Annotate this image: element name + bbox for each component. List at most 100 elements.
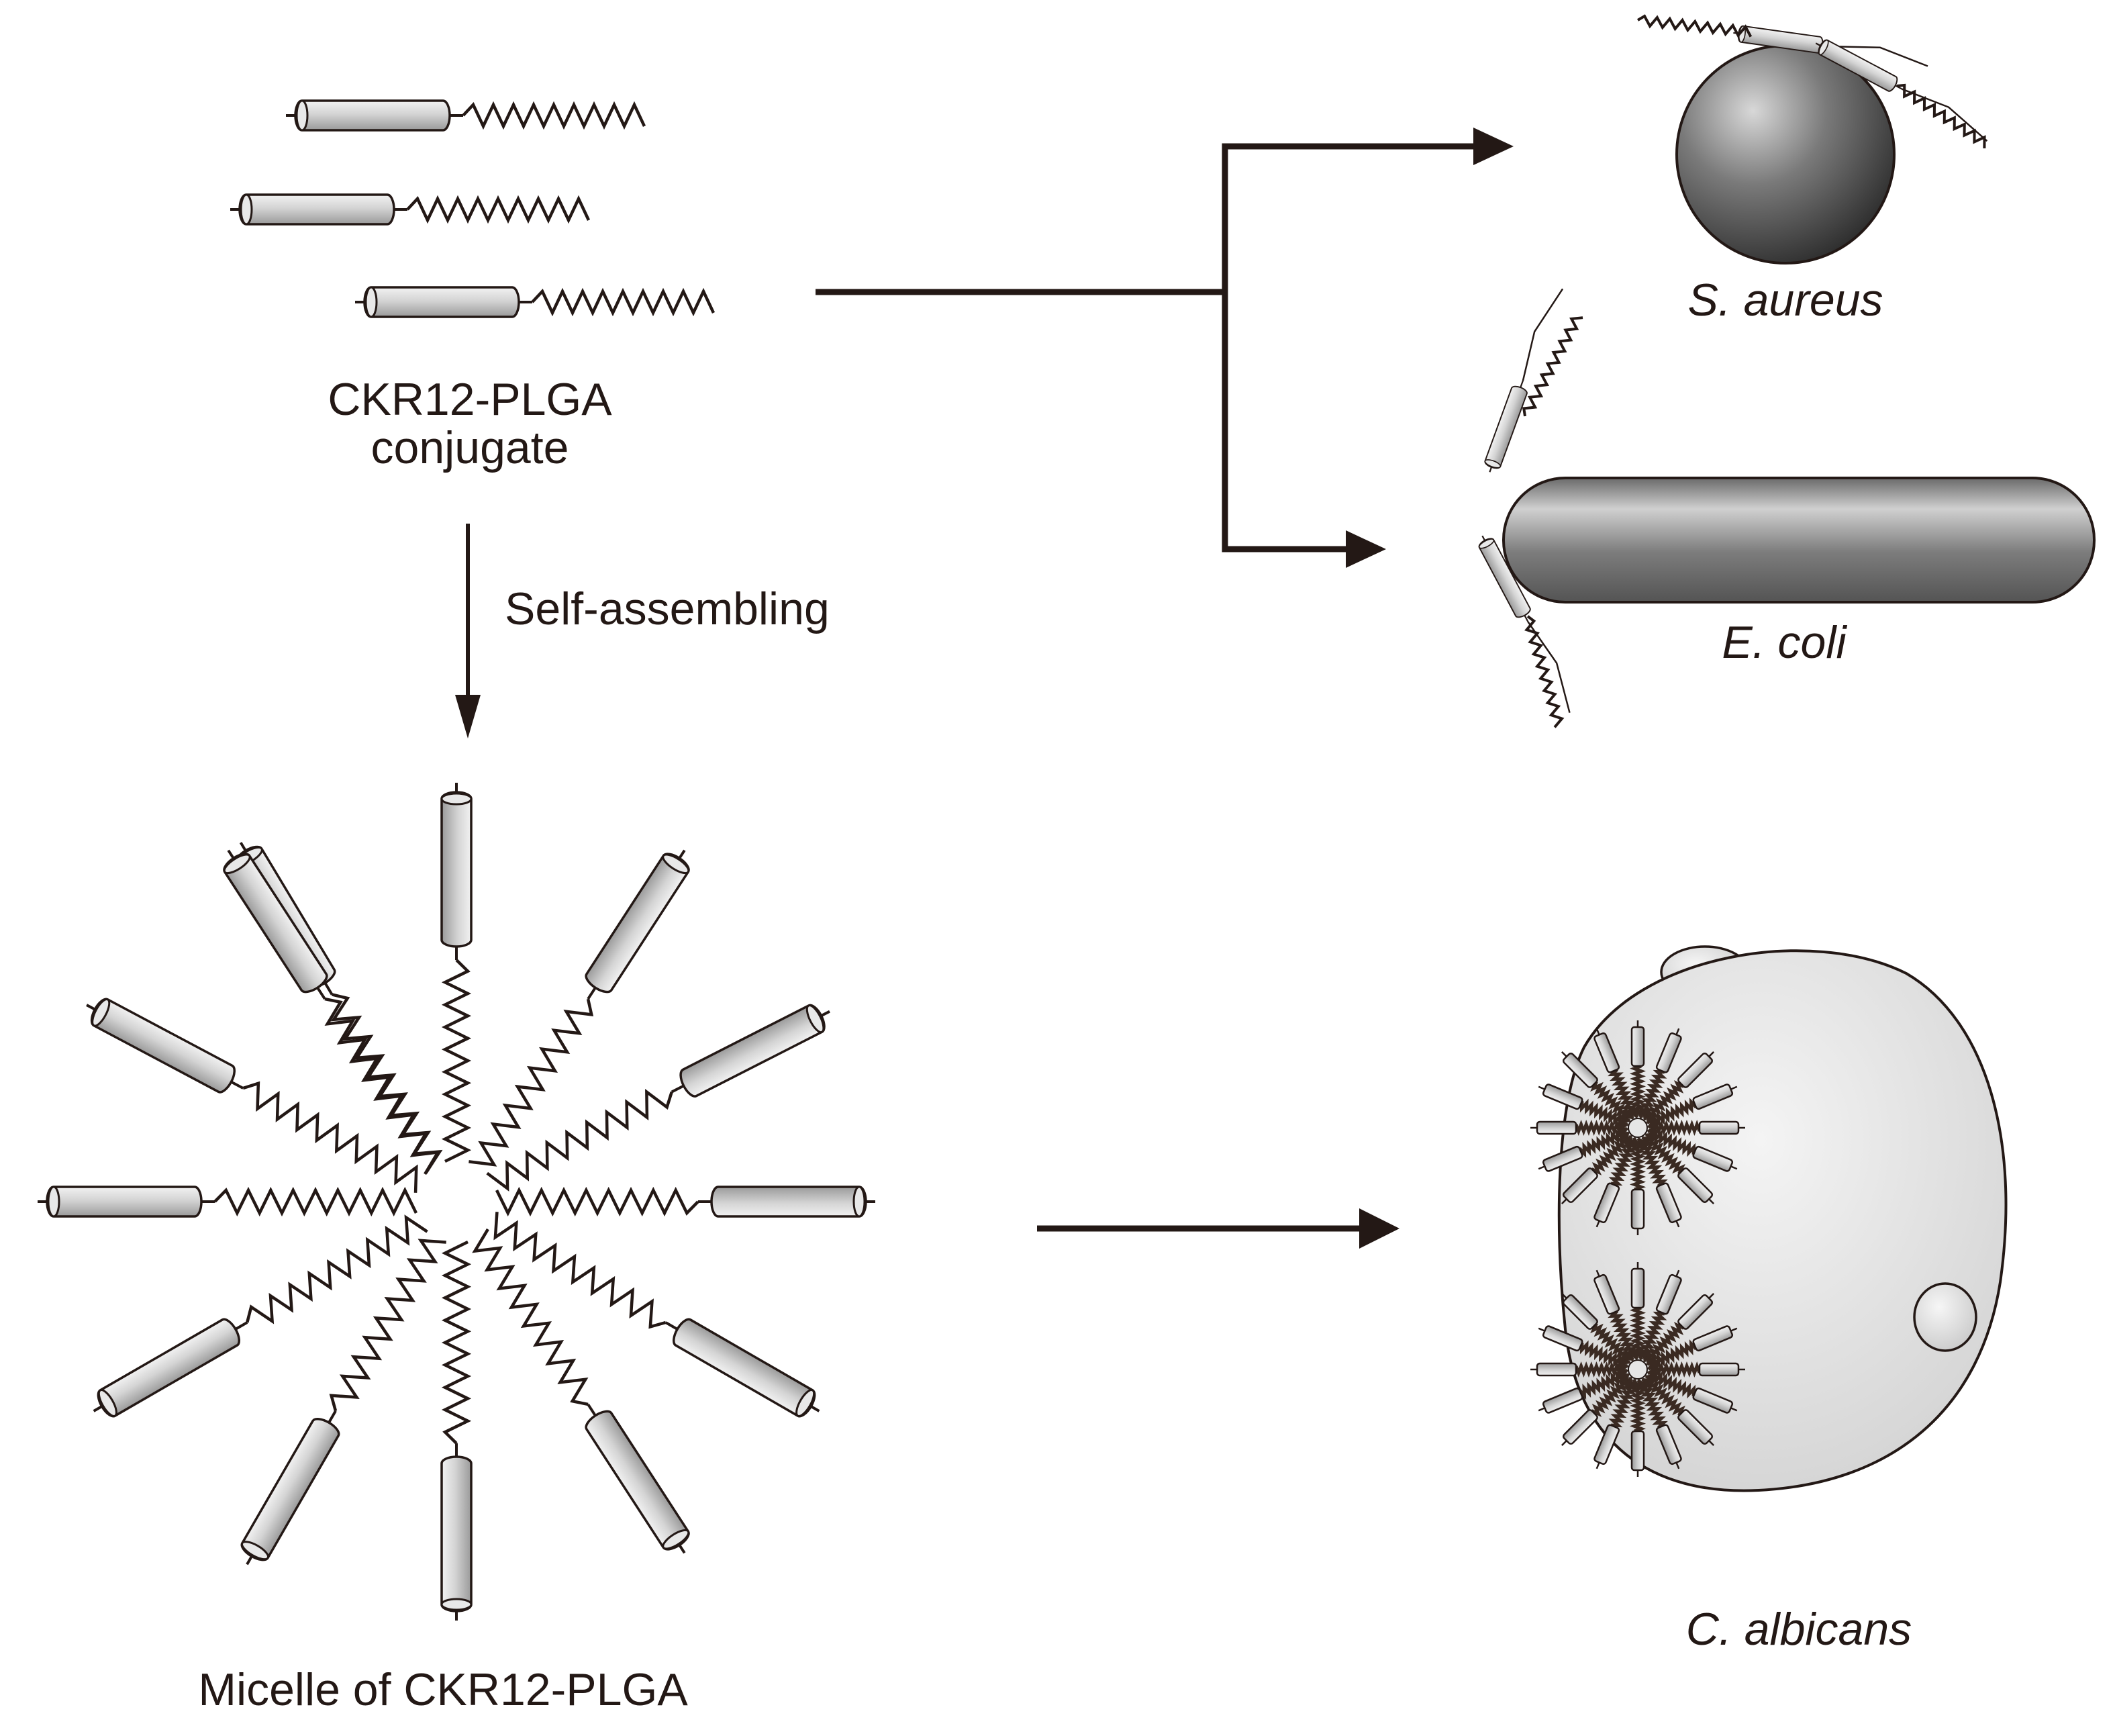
micelle xyxy=(38,783,875,1621)
yeast-cell-body xyxy=(1557,949,2008,1492)
mini-micelle-tail xyxy=(1579,1098,1629,1129)
micelle-conjugate xyxy=(93,1214,428,1418)
mini-micelle-tail xyxy=(1608,1137,1639,1186)
mini-micelle-tail xyxy=(1647,1126,1696,1157)
arrow-to-e-coli xyxy=(1222,292,1349,552)
mini-micelle-stub xyxy=(1708,1051,1715,1057)
e-coli-cell xyxy=(1502,477,2096,604)
mini-micelle-tail xyxy=(1590,1322,1632,1365)
mini-micelle-stub xyxy=(1675,1462,1680,1469)
mini-micelle-head xyxy=(1562,1409,1598,1445)
mini-micelle-stub xyxy=(1708,1440,1715,1447)
micelle-label: Micelle of CKR12-PLGA xyxy=(198,1664,688,1715)
mini-micelle-tail xyxy=(1643,1132,1685,1175)
mini-micelle-stub xyxy=(1675,1028,1680,1035)
mini-micelle-head xyxy=(1542,1387,1583,1414)
bound-micelle xyxy=(1530,1262,1745,1477)
mini-micelle-tail xyxy=(1579,1340,1629,1371)
mini-micelle-stub xyxy=(1730,1327,1738,1332)
bound-conjugate xyxy=(1484,288,1564,473)
yeast-bud xyxy=(1913,1282,1977,1352)
mini-micelle-tail xyxy=(1574,1361,1628,1378)
mini-micelle-head xyxy=(1562,1167,1598,1204)
mini-micelle-stub xyxy=(1708,1198,1715,1205)
mini-micelle-tail xyxy=(1642,1322,1685,1364)
conjugate-molecule xyxy=(355,286,716,318)
mini-micelle-core xyxy=(1628,1118,1648,1138)
mini-micelle-stub xyxy=(1708,1292,1715,1299)
conjugate-label-line1: CKR12-PLGA xyxy=(328,374,612,425)
mini-micelle-head xyxy=(1562,1052,1598,1088)
c-albicans-label: C. albicans xyxy=(1686,1604,1912,1655)
mini-micelle-head xyxy=(1536,1120,1577,1135)
mini-micelle-stub xyxy=(1595,1028,1600,1035)
mini-micelle-tail xyxy=(1636,1069,1667,1119)
mini-micelle-tail xyxy=(1629,1306,1647,1360)
mini-micelle-head xyxy=(1698,1362,1740,1377)
s-aureus-label: S. aureus xyxy=(1687,275,1883,326)
mini-micelle-tail xyxy=(1647,1119,1702,1137)
mini-micelle-stub xyxy=(1730,1086,1738,1090)
bacteria xyxy=(1478,14,2096,728)
micelle-conjugate xyxy=(469,849,690,1167)
conjugate-molecule xyxy=(286,99,646,132)
mini-micelle-stub xyxy=(1675,1220,1680,1228)
mini-micelle-stub xyxy=(1561,1198,1567,1205)
bound-conjugate xyxy=(1478,535,1571,713)
mini-micelle-tail xyxy=(1591,1375,1633,1417)
mini-micelle-tail xyxy=(1629,1379,1647,1433)
mini-micelle-tail xyxy=(1643,1374,1685,1416)
mini-micelle-tail xyxy=(1590,1081,1632,1123)
arrows xyxy=(455,128,1514,1249)
mini-micelle-tail xyxy=(1608,1310,1640,1361)
mini-micelle-tail xyxy=(1629,1137,1647,1192)
mini-micelle-tail xyxy=(1578,1126,1630,1158)
e-coli-label: E. coli xyxy=(1722,617,1847,668)
c-albicans-cell xyxy=(1530,945,2008,1492)
mini-micelle-tail xyxy=(1636,1311,1667,1361)
mini-micelle-head xyxy=(1630,1026,1645,1067)
mini-micelle-stub xyxy=(1561,1440,1567,1447)
bound-tail xyxy=(1636,14,1753,38)
mini-micelle-tail xyxy=(1608,1378,1639,1428)
bound-tail xyxy=(1522,316,1583,417)
mini-micelle-stub xyxy=(1675,1269,1680,1277)
mini-micelle-stub xyxy=(1561,1292,1567,1299)
mini-micelle-stub xyxy=(1538,1327,1545,1332)
micelle-conjugate xyxy=(240,1239,446,1565)
mini-micelle-stub xyxy=(1730,1407,1738,1412)
self-assembling-arrowhead xyxy=(455,695,481,738)
mini-micelle-stub xyxy=(1595,1462,1600,1469)
mini-micelle-stub xyxy=(1538,1407,1545,1412)
s-aureus-cell xyxy=(1675,44,1896,264)
mini-micelle-stub xyxy=(1730,1165,1738,1170)
mini-micelle-stub xyxy=(1561,1051,1567,1057)
micelle-conjugate xyxy=(86,998,418,1193)
mini-micelle-stub xyxy=(1538,1086,1545,1090)
mini-micelle-tail xyxy=(1646,1098,1698,1130)
mini-micelle-tail xyxy=(1608,1068,1640,1120)
mini-micelle-stub xyxy=(1538,1165,1545,1170)
self-assembling-label: Self-assembling xyxy=(505,583,830,634)
conjugate-molecule xyxy=(230,193,591,226)
mini-micelle-tail xyxy=(1574,1119,1628,1137)
mini-micelle-tail xyxy=(1629,1064,1647,1118)
free-conjugates xyxy=(230,99,716,318)
mini-micelle-head xyxy=(1630,1267,1645,1309)
mini-micelle-head xyxy=(1677,1167,1714,1204)
mini-micelle-tail xyxy=(1647,1361,1702,1378)
mini-micelle-head xyxy=(1630,1188,1645,1230)
mini-micelle-head xyxy=(1536,1362,1577,1377)
micelle-conjugate xyxy=(38,1186,418,1218)
micelle-conjugate xyxy=(440,783,473,1163)
micelle-conjugate xyxy=(440,1240,473,1621)
mini-micelle-head xyxy=(1630,1430,1645,1472)
mini-micelle-tail xyxy=(1578,1367,1630,1400)
mini-micelle-stub xyxy=(1595,1269,1600,1277)
mini-micelle-tail xyxy=(1636,1378,1668,1429)
bound-micelle xyxy=(1530,1020,1745,1235)
mini-micelle-tail xyxy=(1642,1080,1685,1122)
bound-tail xyxy=(1524,615,1565,728)
